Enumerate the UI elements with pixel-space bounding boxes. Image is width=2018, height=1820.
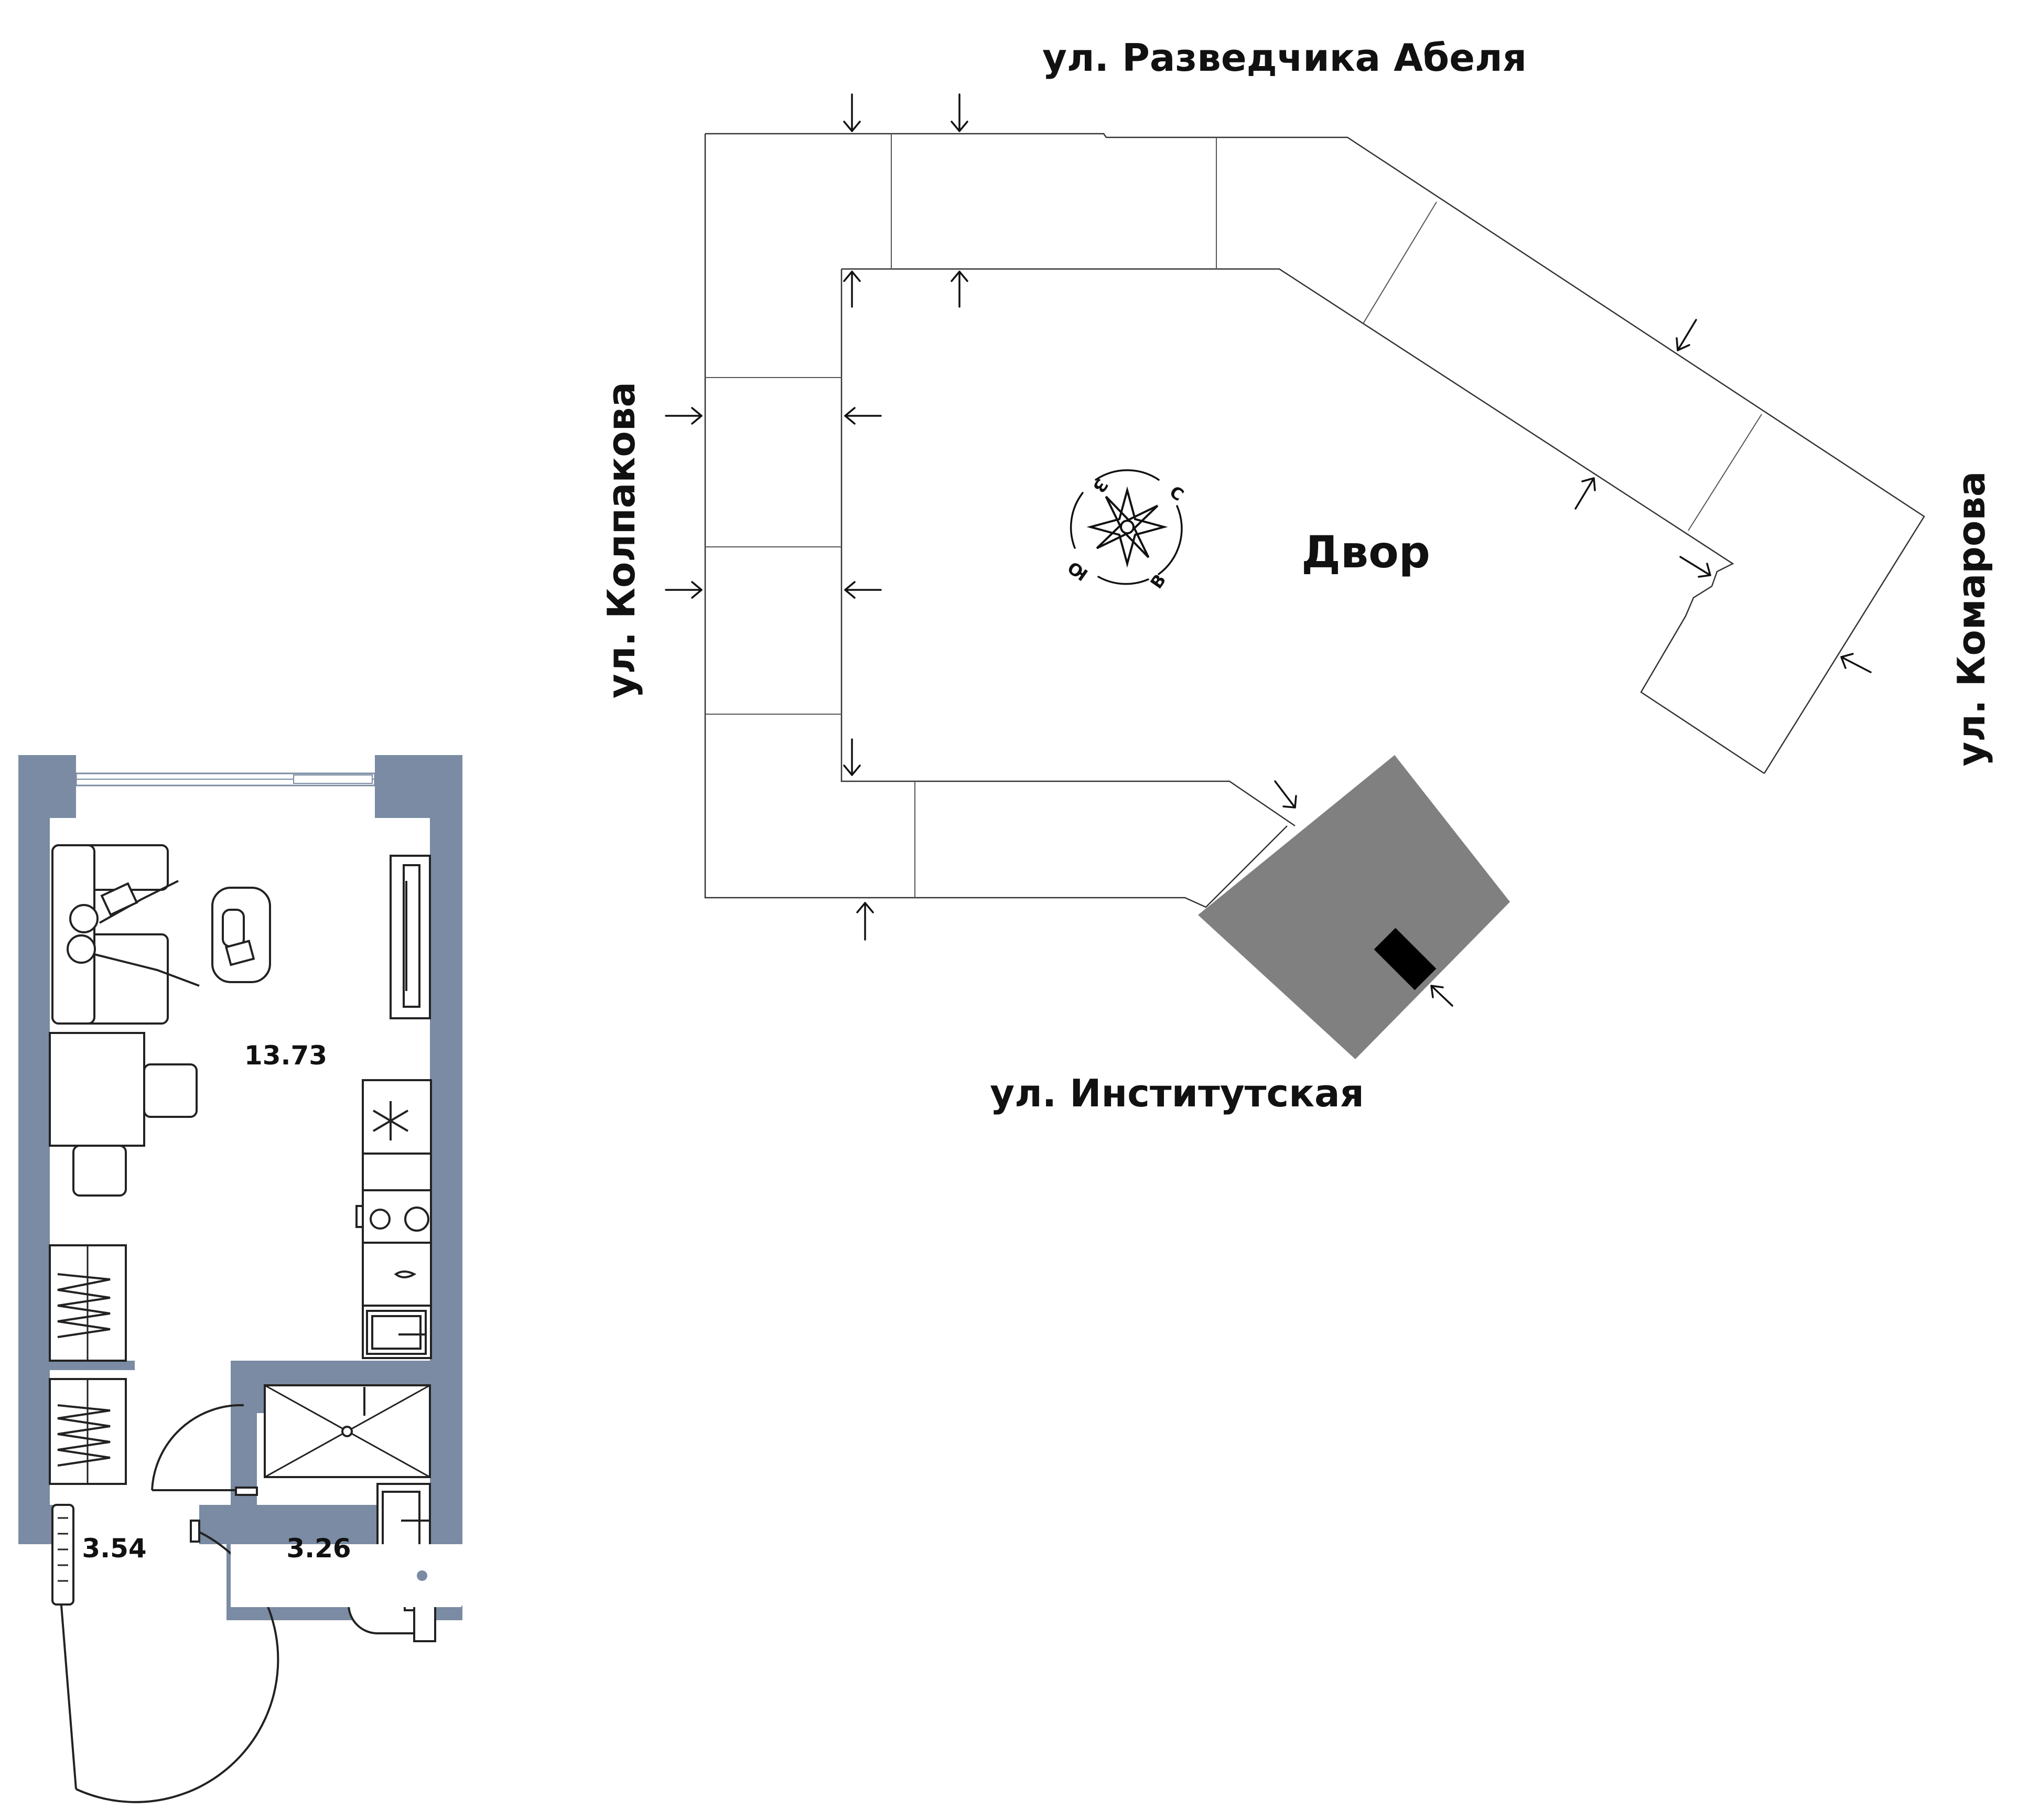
storage-niche <box>231 1544 461 1607</box>
wardrobe <box>49 1244 127 1485</box>
shoe-rack <box>51 1504 74 1606</box>
room-area-bathroom: 3.26 <box>286 1533 351 1564</box>
room-area-hallway: 3.54 <box>82 1533 146 1564</box>
compass-west-label: З <box>1089 475 1112 496</box>
arrow-icon <box>1679 556 1711 578</box>
site-plan: С В Ю З ул. Разведчика Абеля ул. Колпако… <box>599 36 1993 1115</box>
arrow-icon <box>665 407 703 425</box>
arrow-icon <box>1676 319 1697 351</box>
entrance-arrows <box>665 93 1872 1007</box>
arrow-icon <box>665 581 703 599</box>
selected-section-entrance-marker <box>1374 928 1437 990</box>
street-label-east: ул. Комарова <box>1949 471 1993 767</box>
sofa <box>51 844 200 1025</box>
arrow-icon <box>843 93 861 132</box>
arrow-icon <box>844 581 882 599</box>
apartment-plan: 13.73 3.54 3.26 <box>18 755 462 1803</box>
window <box>75 772 376 787</box>
street-label-west: ул. Колпакова <box>599 382 643 698</box>
bathtub <box>264 1384 431 1478</box>
street-label-south: ул. Институтская <box>990 1071 1364 1115</box>
stove <box>355 1205 429 1232</box>
arrow-icon <box>951 271 968 308</box>
selected-building-section <box>1198 755 1510 1059</box>
dining-table <box>49 1032 198 1197</box>
arrow-icon <box>856 902 874 941</box>
kitchen-sink <box>366 1310 427 1355</box>
compass-north-label: С <box>1166 482 1188 505</box>
compass-south-label: Ю <box>1064 557 1092 585</box>
pouf <box>211 887 271 983</box>
bathroom-door[interactable] <box>151 1404 258 1496</box>
street-label-north: ул. Разведчика Абеля <box>1042 36 1527 80</box>
yard-label: Двор <box>1301 526 1430 578</box>
snowflake-icon <box>372 1101 409 1140</box>
arrow-icon <box>1274 780 1297 809</box>
arrow-icon <box>844 407 882 425</box>
tv-stand <box>390 855 431 1019</box>
kitchen-unit <box>355 1079 432 1359</box>
arrow-icon <box>1574 477 1596 510</box>
oven <box>394 1270 417 1278</box>
building-outline <box>704 133 1925 908</box>
arrow-icon <box>843 738 861 776</box>
compass-rose-icon: С В Ю З <box>1064 469 1188 593</box>
arrow-icon <box>1430 985 1453 1007</box>
arrow-icon <box>1840 653 1872 673</box>
room-area-living: 13.73 <box>244 1040 327 1071</box>
compass-east-label: В <box>1146 570 1170 593</box>
arrow-icon <box>843 271 861 308</box>
arrow-icon <box>951 93 968 132</box>
